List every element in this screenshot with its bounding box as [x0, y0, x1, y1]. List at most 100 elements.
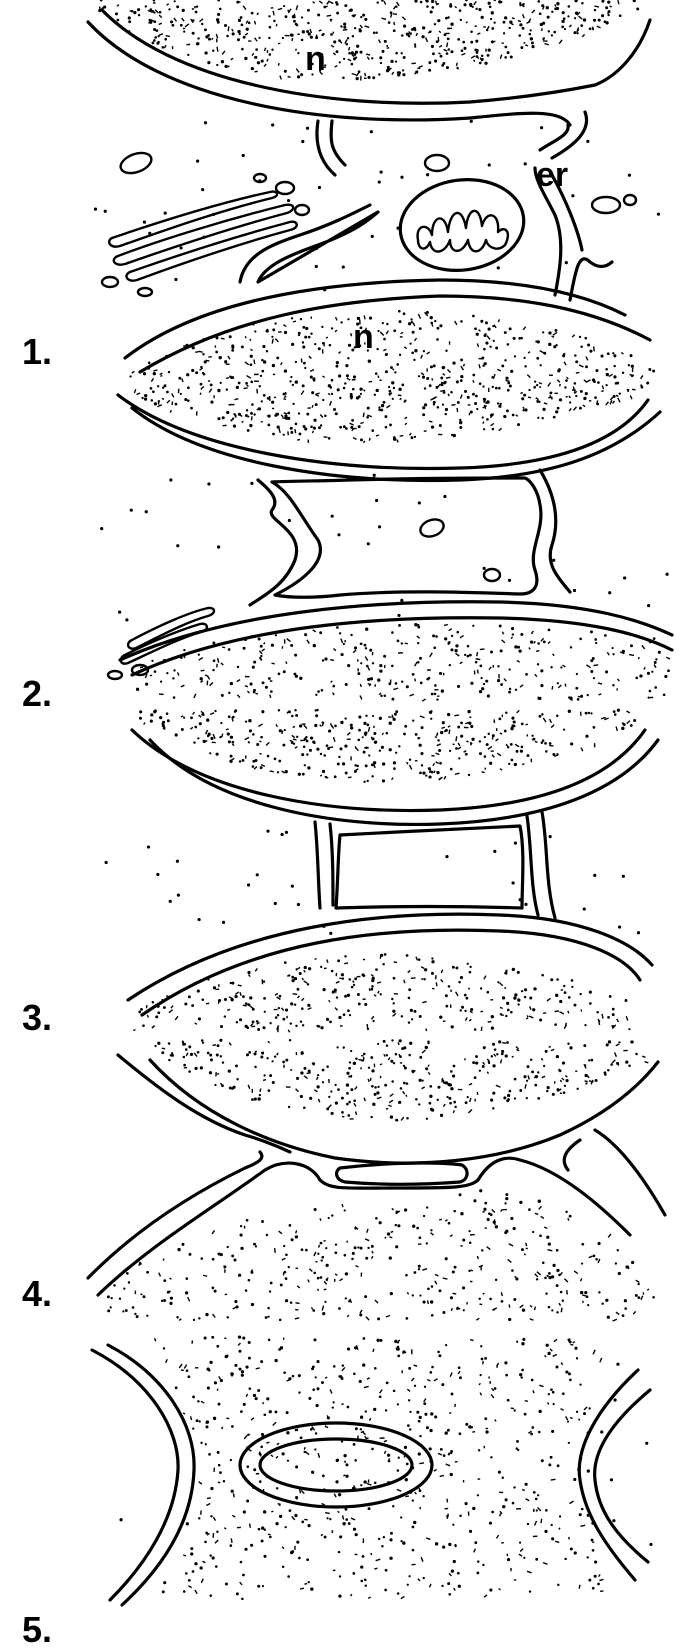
stipple-dot [402, 1352, 406, 1353]
stipple-dot [175, 1386, 178, 1389]
stipple-dot [520, 750, 523, 753]
stipple-dot [279, 1319, 282, 1322]
stipple-dot [415, 679, 416, 682]
stipple-dot [456, 736, 457, 741]
stipple-dot [209, 752, 211, 754]
stipple-dot [489, 5, 492, 8]
stipple-dot [331, 681, 333, 683]
stipple-dot [579, 16, 583, 19]
stipple-dot [235, 1305, 238, 1308]
stipple-dot [432, 634, 435, 637]
stipple-dot [536, 357, 539, 360]
stipple-dot [456, 1307, 459, 1310]
stipple-dot [298, 412, 300, 414]
stipple-dot [521, 723, 524, 726]
stipple-dot [118, 611, 121, 614]
stipple-dot [563, 985, 565, 987]
stipple-dot [558, 685, 561, 688]
stipple-dot [445, 1344, 447, 1346]
stipple-dot [343, 1013, 346, 1016]
stipple-dot [523, 407, 524, 409]
stipple-dot [346, 1072, 349, 1075]
stipple-dot [593, 1350, 595, 1355]
stipple-dot [472, 625, 474, 627]
stipple-dot [458, 1366, 461, 1369]
stipple-dot [441, 1585, 443, 1587]
stipple-dot [438, 749, 441, 752]
stipple-dot [498, 1471, 501, 1474]
stipple-dot [388, 21, 391, 24]
nucleus-top-inner-membrane [102, 10, 650, 103]
stipple-dot [312, 1388, 315, 1391]
stipple-dot [514, 993, 517, 996]
stipple-dot [274, 1055, 276, 1057]
stipple-dot [276, 413, 279, 416]
stipple-dot [393, 1002, 395, 1004]
stipple-dot [395, 1053, 398, 1056]
stipple-dot [564, 28, 566, 30]
stipple-dot [174, 278, 177, 281]
stipple-dot [228, 26, 229, 31]
stipple-dot [521, 1248, 524, 1251]
stipple-dot [419, 1463, 424, 1464]
stipple-dot [346, 1092, 349, 1095]
nucleus-bottom-outer-membrane [125, 280, 625, 358]
stipple-dot [412, 1294, 414, 1296]
stipple-dot [655, 658, 657, 660]
stipple-dot [485, 680, 488, 683]
stipple-dot [160, 373, 163, 374]
stipple-dot [200, 1566, 203, 1569]
stipple-dot [367, 1229, 368, 1233]
stipple-dot [471, 738, 474, 741]
stipple-dot [421, 764, 423, 766]
stipple-dot [559, 1303, 561, 1306]
stipple-dot [287, 975, 289, 976]
stipple-dot [583, 18, 586, 21]
stipple-dot [553, 1403, 555, 1405]
stipple-dot [525, 1401, 528, 1402]
stipple-dot [477, 1560, 479, 1562]
stipple-dot [360, 438, 363, 441]
stipple-dot [301, 1490, 304, 1493]
stipple-dot [261, 359, 263, 361]
stipple-dot [501, 1059, 502, 1063]
stipple-dot [335, 1480, 338, 1483]
stipple-dot [419, 1435, 421, 1437]
stipple-dot [267, 755, 270, 758]
stipple-dot [260, 766, 263, 769]
stipple-dot [360, 1484, 362, 1486]
stipple-dot [226, 729, 229, 730]
stipple-dot [455, 1404, 456, 1407]
stipple-dot [507, 1009, 510, 1012]
stipple-dot [434, 684, 437, 687]
stipple-dot [291, 976, 294, 979]
stipple-dot [532, 1231, 534, 1233]
stipple-dot [512, 1056, 514, 1057]
stipple-dot [446, 1464, 450, 1466]
stipple-dot [298, 967, 300, 968]
stipple-dot [232, 29, 233, 31]
stipple-dot [243, 1510, 246, 1513]
stipple-dot [419, 1416, 422, 1419]
stipple-dot [579, 1513, 582, 1516]
stipple-dot [251, 1303, 254, 1306]
stipple-dot [289, 1224, 292, 1227]
stipple-dot [268, 1338, 271, 1341]
stipple-dot [484, 1357, 487, 1360]
stipple-dot [479, 364, 480, 368]
stipple-dot [336, 361, 339, 364]
stipple-dot [541, 417, 543, 419]
stipple-dot [220, 1379, 223, 1382]
stipple-dot [641, 375, 643, 378]
stipple-dot [399, 1039, 402, 1042]
stipple-dot [400, 1087, 403, 1090]
stipple-dot [311, 1367, 314, 1370]
stipple-dot [359, 1313, 362, 1316]
stipple-dot [292, 1375, 295, 1378]
stipple-dot [460, 320, 463, 323]
stipple-dot [338, 1551, 340, 1553]
stipple-dot [354, 1246, 357, 1249]
stipple-dot [404, 400, 406, 402]
stipple-dot [459, 1515, 462, 1518]
stipple-dot [439, 1289, 442, 1292]
